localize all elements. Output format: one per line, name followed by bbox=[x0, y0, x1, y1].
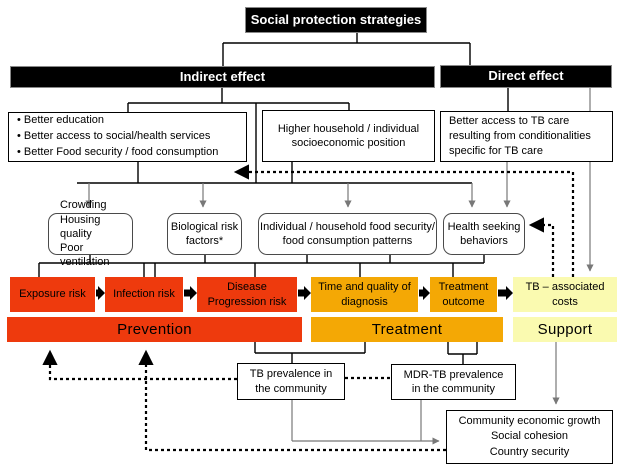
direct-effect-header: Direct effect bbox=[440, 65, 612, 88]
food-security-box: Individual / household food security/ fo… bbox=[258, 213, 437, 255]
diagnosis-box: Time and quality of diagnosis bbox=[311, 277, 418, 312]
treatment-bar: Treatment bbox=[311, 317, 503, 342]
prevention-bar: Prevention bbox=[7, 317, 302, 342]
health-seeking-box: Health seeking behaviors bbox=[443, 213, 525, 255]
biological-risk-box: Biological risk factors* bbox=[167, 213, 242, 255]
flow-arrow bbox=[96, 286, 105, 300]
community-outcomes-box: Community economic growth Social cohesio… bbox=[446, 410, 613, 464]
flow-arrow bbox=[298, 286, 311, 300]
treatment-outcome-box: Treatment outcome bbox=[430, 277, 497, 312]
title-box: Social protection strategies bbox=[245, 7, 427, 33]
disease-progression-box: Disease Progression risk bbox=[197, 277, 297, 312]
support-bar: Support bbox=[513, 317, 617, 342]
dashed-feedback-connectors bbox=[42, 164, 575, 452]
housing-risk-box: Crowding Housing quality Poor ventilatio… bbox=[48, 199, 133, 268]
gray-connectors bbox=[85, 88, 594, 445]
tb-prevalence-box: TB prevalence in the community bbox=[237, 363, 345, 400]
tb-costs-box: TB – associated costs bbox=[513, 277, 617, 312]
flow-arrow bbox=[498, 286, 513, 300]
infection-risk-box: Infection risk bbox=[105, 277, 183, 312]
tb-care-access-box: Better access to TB care resulting from … bbox=[440, 111, 613, 162]
socioeconomic-position-box: Higher household / individual socioecono… bbox=[262, 110, 435, 162]
flow-arrow bbox=[419, 286, 430, 300]
mdr-tb-prevalence-box: MDR-TB prevalence in the community bbox=[391, 364, 516, 400]
indirect-effect-header: Indirect effect bbox=[10, 66, 435, 88]
flow-arrows bbox=[96, 286, 513, 300]
flow-arrow bbox=[184, 286, 197, 300]
exposure-risk-box: Exposure risk bbox=[10, 277, 95, 312]
benefits-box: • Better education • Better access to so… bbox=[8, 112, 247, 162]
